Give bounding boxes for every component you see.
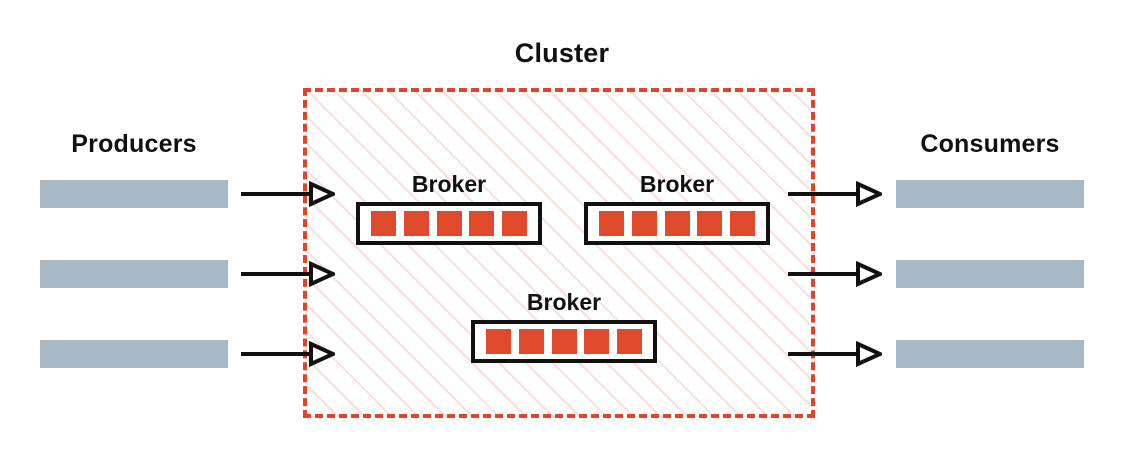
partition-block [469, 211, 495, 236]
broker-box-3[interactable]: Broker [471, 289, 657, 363]
partition-block [697, 211, 723, 236]
partition-block [631, 211, 657, 236]
partition-block [371, 211, 396, 236]
broker-label-1: Broker [411, 171, 487, 197]
partition-block [584, 329, 610, 354]
producer-bar-3[interactable] [40, 340, 228, 368]
consumer-bar-1[interactable] [896, 180, 1084, 208]
broker-box-1[interactable]: Broker [356, 171, 542, 245]
producers-title: Producers [71, 130, 197, 158]
consumer-bar-3[interactable] [896, 340, 1084, 368]
producer-bar-2[interactable] [40, 260, 228, 288]
arrow-producer-3-to-cluster [241, 341, 335, 367]
partition-block [486, 329, 511, 354]
arrow-producer-1-to-cluster [241, 181, 335, 207]
partition-block [730, 211, 755, 236]
producer-bar-1[interactable] [40, 180, 228, 208]
partition-block [617, 329, 642, 354]
broker-label-2: Broker [639, 171, 715, 197]
cluster-title: Cluster [514, 38, 610, 68]
broker-box-2[interactable]: Broker [584, 171, 770, 245]
partition-block [599, 211, 624, 236]
arrow-cluster-to-consumer-3 [788, 341, 882, 367]
partition-block [664, 211, 690, 236]
arrow-cluster-to-consumer-1 [788, 181, 882, 207]
consumer-bar-2[interactable] [896, 260, 1084, 288]
arrow-cluster-to-consumer-2 [788, 261, 882, 287]
partition-block [436, 211, 462, 236]
consumers-title: Consumers [920, 130, 1060, 158]
cluster-region: Broker Broker Broker [303, 88, 815, 418]
broker-label-3: Broker [526, 289, 602, 315]
partition-block [502, 211, 527, 236]
arrow-producer-2-to-cluster [241, 261, 335, 287]
partition-block [403, 211, 429, 236]
partition-block [551, 329, 577, 354]
partition-block [518, 329, 544, 354]
